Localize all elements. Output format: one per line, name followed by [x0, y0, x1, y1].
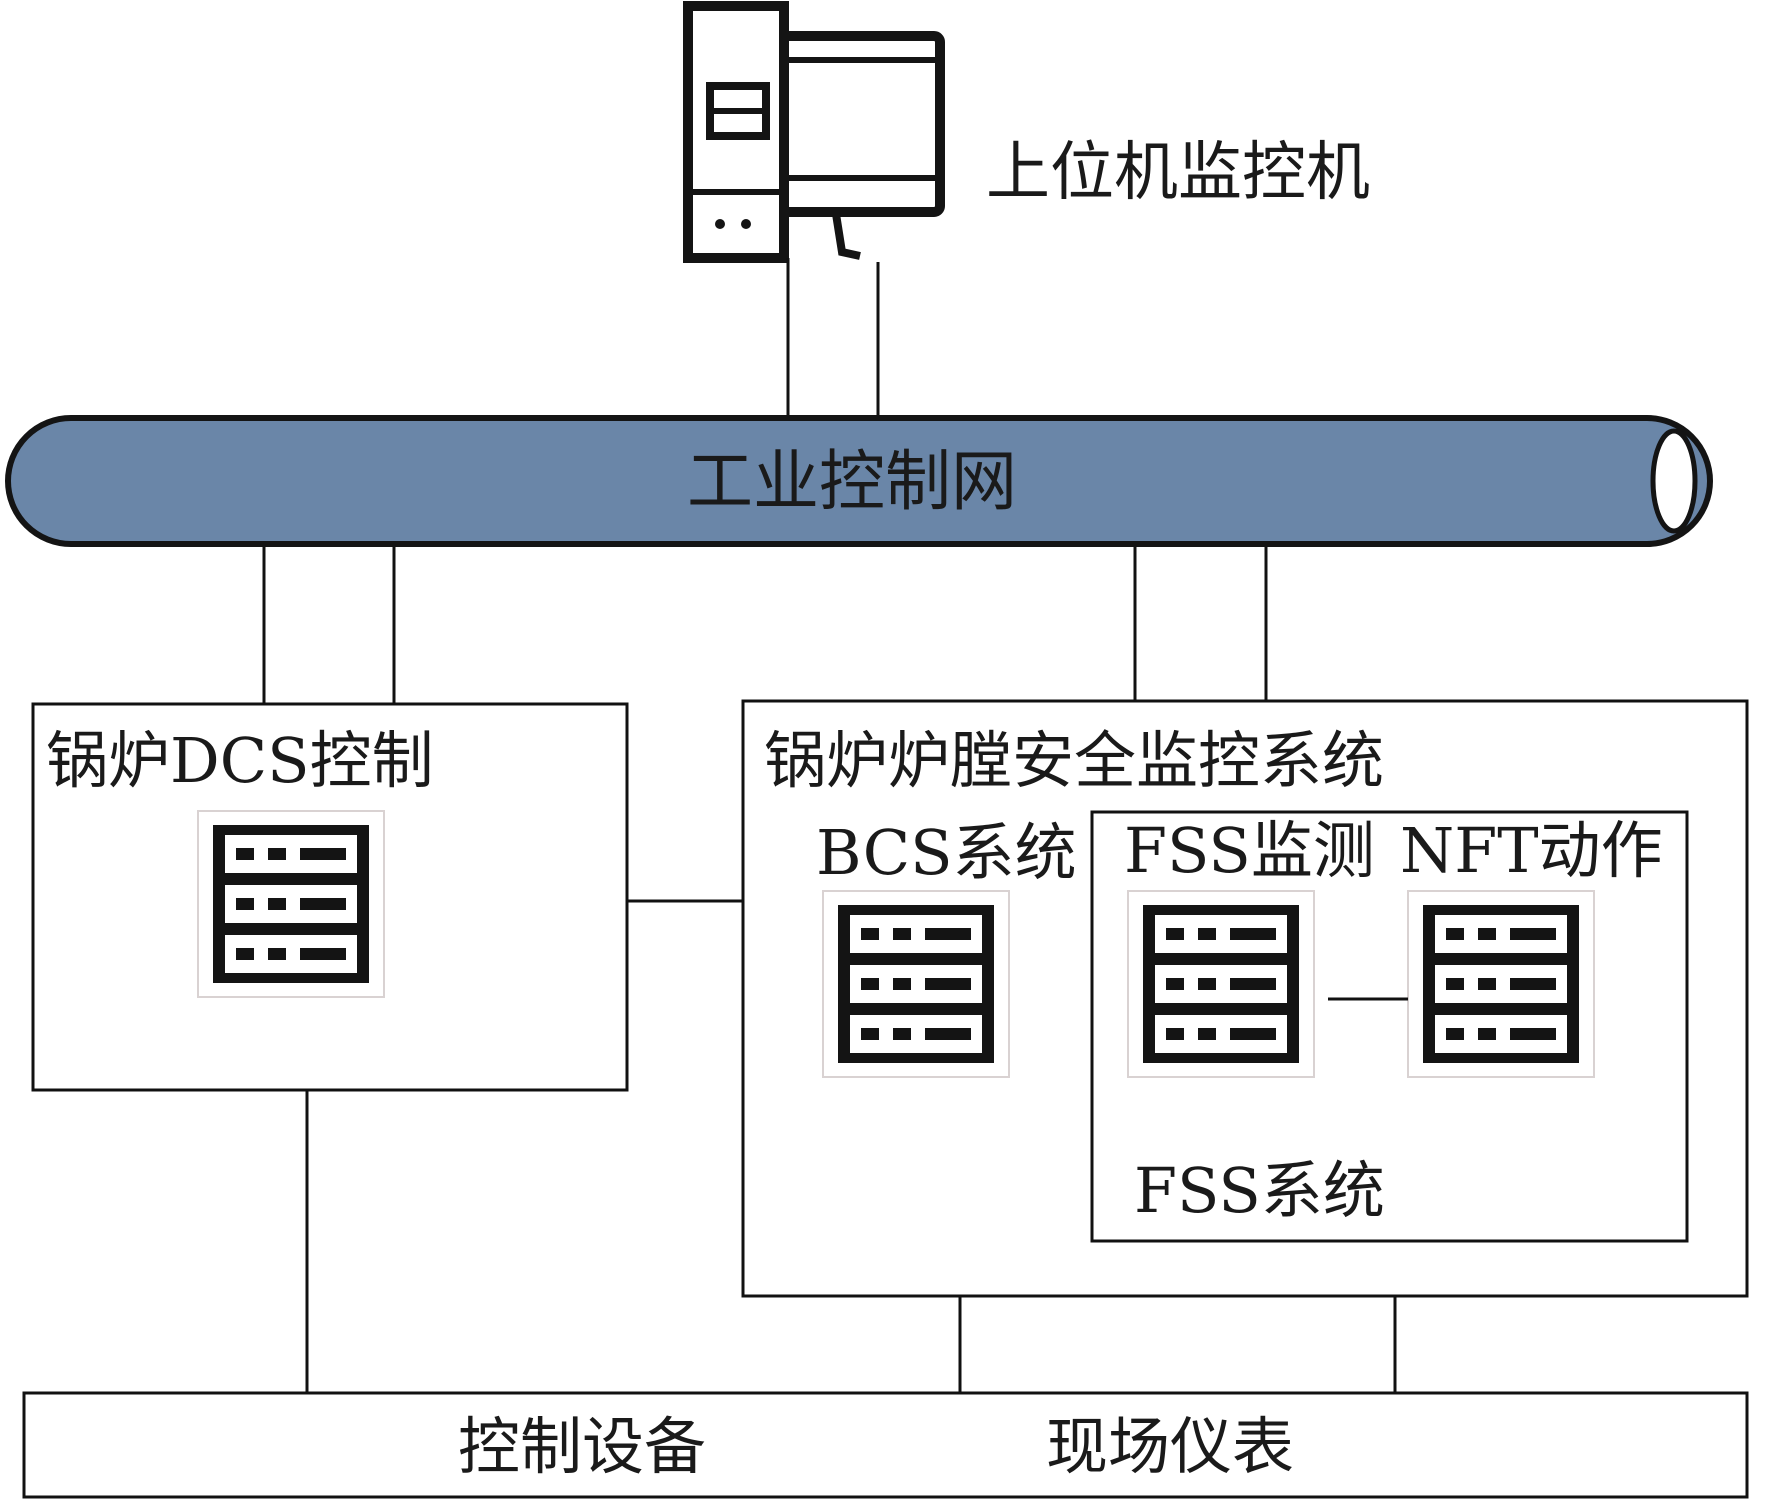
fss-system-label: FSS系统 [1134, 1154, 1385, 1227]
network-label: 工业控制网 [687, 443, 1017, 520]
nft-action-label: NFT动作 [1400, 814, 1663, 887]
field-instrument-label: 现场仪表 [1046, 1410, 1294, 1483]
dcs-server-rack-icon [197, 810, 385, 998]
control-equipment-label: 控制设备 [458, 1410, 706, 1483]
field-devices-box [22, 1391, 1749, 1499]
nft-server-rack-icon [1407, 890, 1595, 1078]
fss-monitor-server-rack-icon [1127, 890, 1315, 1078]
pc-label: 上位机监控机 [986, 136, 1370, 210]
fss-monitor-label: FSS监测 [1124, 814, 1375, 887]
dcs-title: 锅炉DCS控制 [46, 724, 434, 797]
fsss-title: 锅炉炉膛安全监控系统 [764, 724, 1384, 797]
industrial-network-pipe [5, 415, 1713, 547]
bcs-server-rack-icon [822, 890, 1010, 1078]
bcs-label: BCS系统 [816, 816, 1077, 889]
computer-icon [683, 1, 945, 263]
